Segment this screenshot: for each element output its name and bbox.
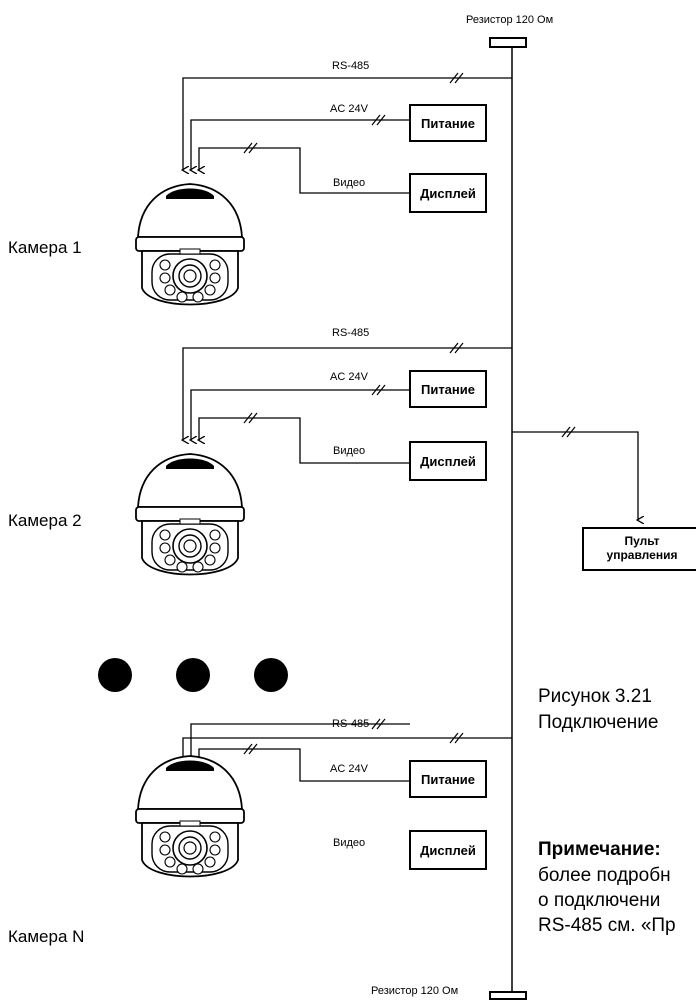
camera-label: Камера 2 [8,511,82,530]
resistor-top [489,37,527,48]
rs485-label: RS-485 [332,327,370,339]
ellipsis-dot [176,658,210,692]
power-box: Питание [409,104,487,142]
dome-camera-icon [135,755,245,878]
resistor-bottom [489,991,527,1000]
resistor-top-label: Резистор 120 Ом [466,14,554,26]
rs485-label: RS-485 [332,718,370,730]
camera-label: Камера N [8,927,85,946]
display-box: Дисплей [409,173,487,213]
ac24v-label: AC 24V [330,371,368,383]
figure-caption-line2: Подключение [538,712,659,733]
power-box: Питание [409,370,487,408]
dome-camera-icon [135,183,245,306]
ellipsis-dot [254,658,288,692]
ellipsis-dot [98,658,132,692]
note-line2: о подключени [538,890,661,911]
figure-caption-line1: Рисунок 3.21 [538,686,652,707]
display-box: Дисплей [409,441,487,481]
note-title: Примечание: [538,839,661,860]
note-line3: RS-485 см. «Пр [538,915,676,936]
resistor-bottom-label: Резистор 120 Ом [371,985,459,997]
controller-line2: управления [606,548,678,562]
camera-label: Камера 1 [8,238,82,257]
controller-box: Пульт управления [582,527,696,571]
ac24v-label: AC 24V [330,763,368,775]
dome-camera-icon [135,453,245,576]
ac24v-label: AC 24V [330,103,368,115]
note-line1: более подробн [538,865,671,886]
rs485-label: RS-485 [332,60,370,72]
video-label: Видео [333,837,366,849]
controller-branch [512,426,638,520]
camera-1-wiring [183,72,512,194]
controller-line1: Пульт [624,534,660,549]
display-box: Дисплей [409,830,487,870]
camera-2-wiring [183,342,512,464]
power-box: Питание [409,760,487,798]
video-label: Видео [333,445,366,457]
video-label: Видео [333,177,366,189]
